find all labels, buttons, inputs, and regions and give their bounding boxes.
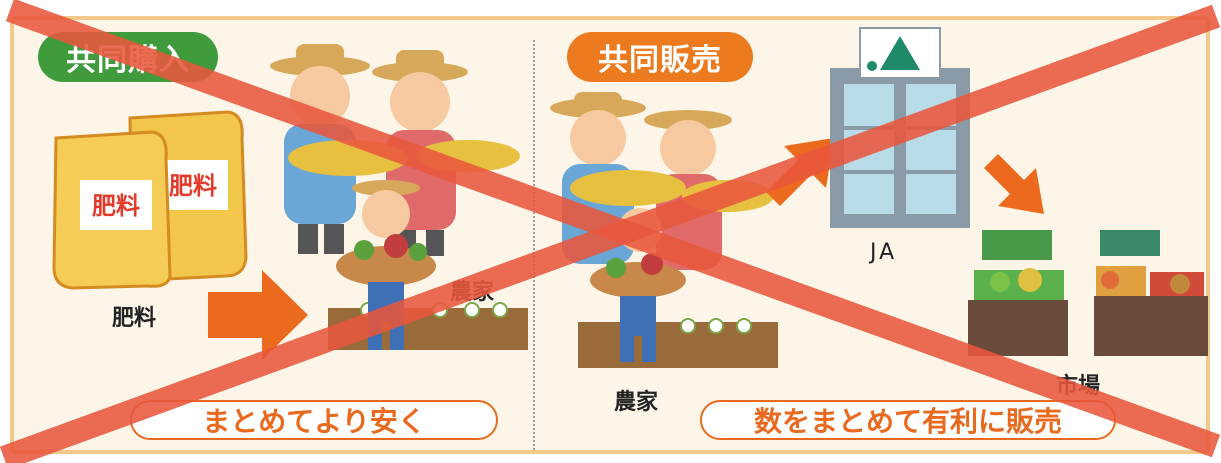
slogan-left: まとめてより安く bbox=[130, 400, 498, 440]
market-stall-icon bbox=[968, 230, 1208, 356]
arrow-icon bbox=[984, 154, 1044, 214]
fertilizer-caption: 肥料 bbox=[112, 306, 157, 331]
section-divider bbox=[533, 40, 535, 450]
joint-sales-badge: 共同販売 bbox=[567, 32, 753, 82]
slogan-right: 数をまとめて有利に販売 bbox=[700, 400, 1116, 440]
arrow-icon bbox=[208, 270, 308, 360]
svg-text:肥料: 肥料 bbox=[92, 192, 140, 220]
fertilizer-bag-icon: 肥料 肥料 bbox=[52, 110, 248, 290]
svg-text:肥料: 肥料 bbox=[169, 172, 217, 200]
ja-caption: JA bbox=[870, 240, 898, 265]
farmer-caption-right: 農家 bbox=[614, 390, 659, 415]
